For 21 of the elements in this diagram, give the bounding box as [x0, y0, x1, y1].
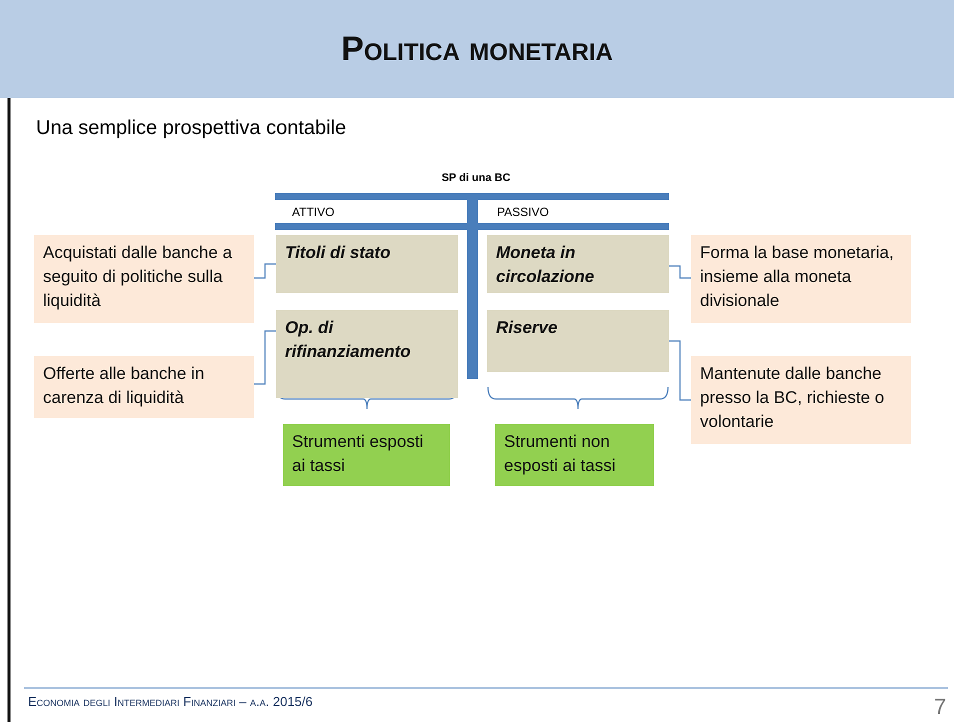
balance-item-box: Op. di rifinanziamento	[276, 310, 458, 398]
connector-line	[669, 340, 691, 401]
category-box: Strumenti esposti ai tassi	[283, 424, 450, 486]
note-box: Forma la base monetaria, insieme alla moneta divisionale	[691, 235, 911, 323]
note-box: Mantenute dalle banche presso la BC, richieste o volontarie	[691, 356, 911, 444]
footer-text: Economia degli Intermediari Finanziari – a.a. 2015/6	[28, 694, 313, 709]
balance-item-box: Titoli di stato	[276, 235, 458, 293]
balance-item-box: Riserve	[487, 310, 669, 372]
subtitle: Una semplice prospettiva contabile	[36, 117, 346, 140]
slide-title: Politica monetaria	[340, 30, 614, 69]
note-box: Acquistati dalle banche a seguito di politiche sulla liquidità	[34, 235, 254, 323]
connector-line	[254, 263, 276, 279]
column-header: PASSIVO	[497, 205, 549, 219]
connector-line	[669, 265, 691, 279]
note-box: Offerte alle banche in carenza di liquidità	[34, 356, 254, 418]
page-number: 7	[934, 694, 946, 720]
table-title: SP di una BC	[440, 172, 512, 184]
connector-line	[254, 330, 276, 385]
category-box: Strumenti non esposti ai tassi	[495, 424, 654, 486]
balance-item-box: Moneta in circolazione	[487, 235, 669, 293]
column-header: ATTIVO	[292, 205, 334, 219]
